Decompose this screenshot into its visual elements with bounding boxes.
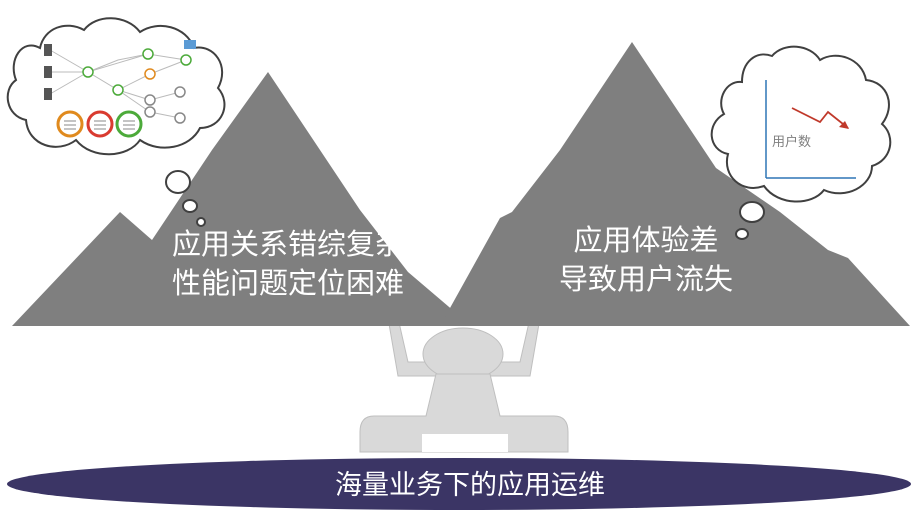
device-icon — [44, 88, 52, 100]
topology-node — [82, 66, 94, 78]
right-bubble-dot-1 — [739, 201, 765, 223]
device-icon — [44, 44, 52, 56]
chart-axis-label: 用户数 — [772, 134, 811, 150]
topology-node — [174, 112, 186, 124]
person-lap-gap — [422, 434, 508, 452]
status-rings — [56, 110, 143, 138]
topology-nodes — [82, 48, 192, 124]
status-ring-orange — [56, 110, 84, 138]
left-thought-bubble — [6, 17, 226, 227]
right-bubble-dot-2 — [735, 228, 749, 240]
status-ring-green — [115, 110, 143, 138]
right-mountain — [440, 42, 910, 326]
topology-node — [180, 54, 192, 66]
topology-devices — [44, 40, 196, 100]
topology-node — [112, 84, 124, 96]
status-ring-marks — [64, 120, 135, 130]
left-mountain — [12, 72, 462, 326]
declining-trend-line — [791, 107, 849, 129]
topology-node — [142, 48, 154, 60]
status-ring-red — [86, 110, 114, 138]
base-label: 海量业务下的应用运维 — [335, 470, 605, 501]
person-head — [422, 327, 504, 381]
right-thought-bubble: 用户数 — [710, 45, 892, 240]
left-mountain-text-line1: 应用关系错综复杂 — [172, 227, 404, 261]
left-bubble-dot-3 — [196, 217, 206, 227]
person-figure — [359, 317, 569, 453]
topology-node — [144, 94, 156, 106]
left-bubble-dot-1 — [165, 170, 191, 194]
monitor-icon — [184, 40, 196, 49]
trend-arrowhead — [839, 121, 849, 129]
user-count-chart: 用户数 — [765, 80, 856, 179]
topology-node — [144, 68, 156, 80]
topology-node — [174, 86, 186, 98]
mountains — [12, 42, 910, 326]
right-mountain-text-line2: 导致用户流失 — [559, 262, 733, 296]
person-body — [359, 373, 569, 453]
base-platform: 海量业务下的应用运维 — [7, 458, 911, 510]
right-cloud-shape — [710, 45, 892, 203]
right-mountain-text-line1: 应用体验差 — [573, 223, 718, 257]
left-bubble-dot-2 — [182, 199, 198, 213]
topology-node — [144, 106, 156, 118]
device-icon — [44, 66, 52, 78]
left-mountain-text-line2: 性能问题定位困难 — [172, 266, 404, 300]
base-ellipse — [7, 458, 911, 510]
